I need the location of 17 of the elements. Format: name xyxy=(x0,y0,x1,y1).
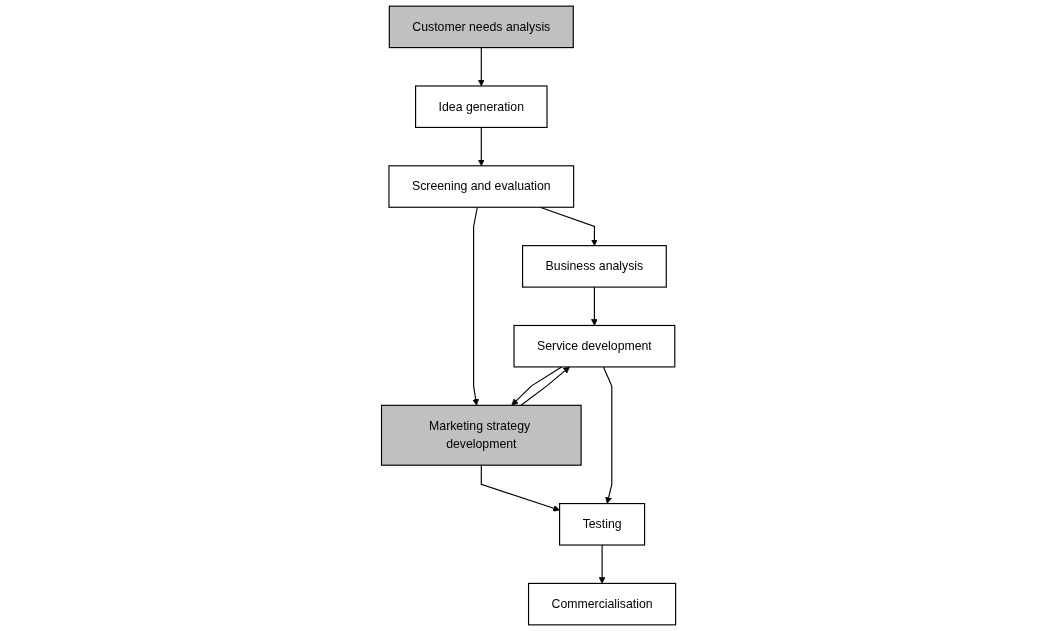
arrow xyxy=(478,47,486,87)
node-box: Idea generation xyxy=(415,85,548,128)
arrow xyxy=(520,366,571,406)
arrow xyxy=(599,544,606,584)
node-box: Screening and evaluation xyxy=(388,165,575,208)
arrow xyxy=(511,366,563,406)
arrow xyxy=(472,206,480,406)
node-box: Testing xyxy=(559,503,646,546)
node-box: Commercialisation xyxy=(528,582,677,626)
node-box: Business analysis xyxy=(522,245,668,288)
node-box: Marketing strategy development xyxy=(381,404,583,466)
arrow xyxy=(481,464,561,512)
arrow xyxy=(603,366,613,504)
arrow xyxy=(478,126,486,167)
arrow xyxy=(591,286,599,326)
node-box: Service development xyxy=(513,324,676,368)
node-box: Customer needs analysis xyxy=(389,5,575,49)
